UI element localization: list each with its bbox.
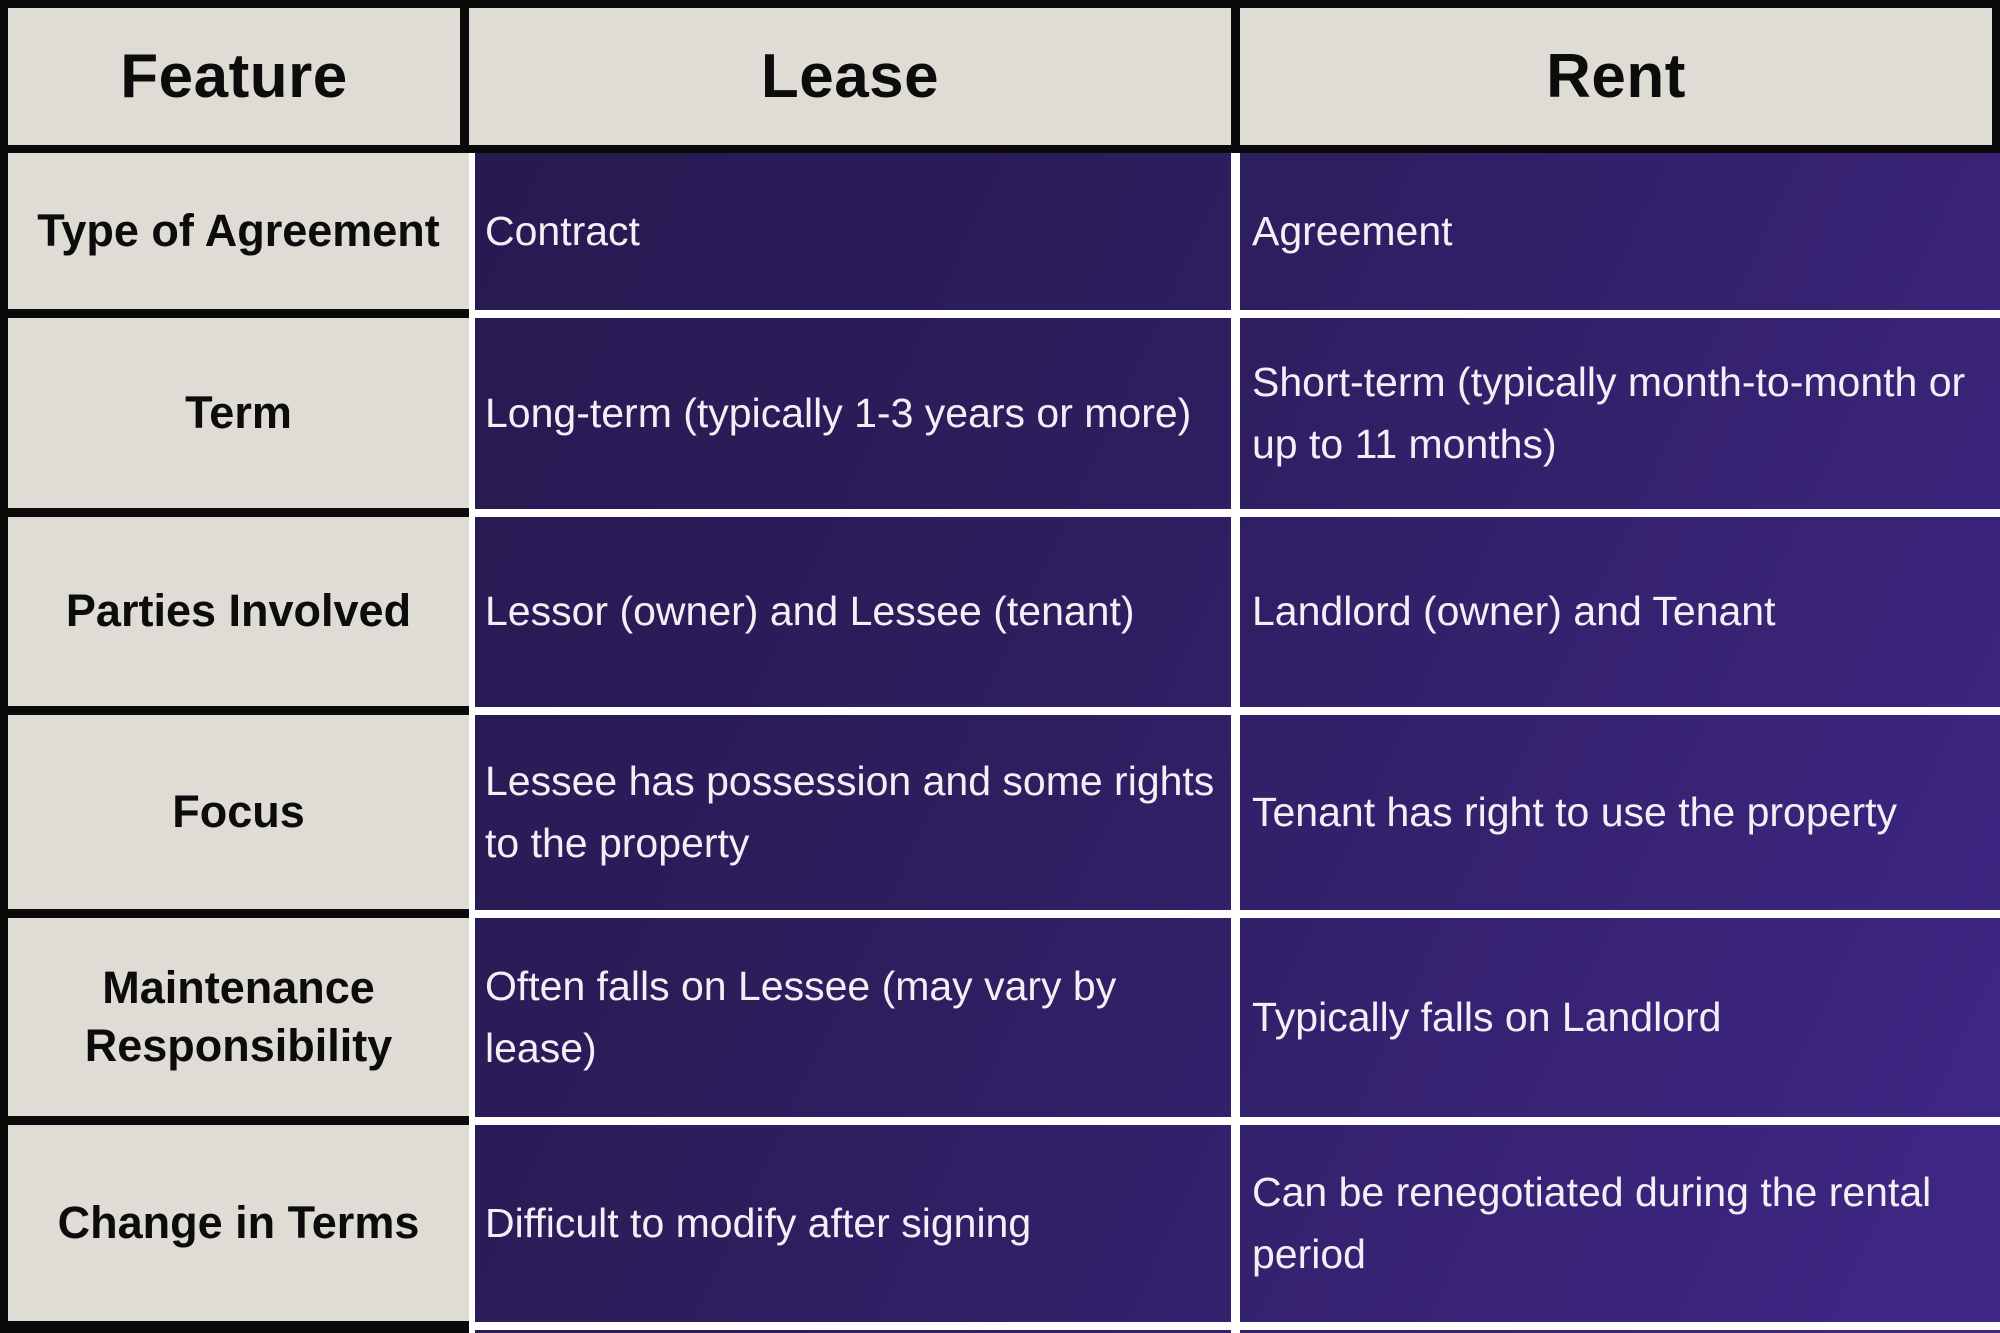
row-label-focus: Focus <box>0 715 469 918</box>
rent-cell-parties-involved: Landlord (owner) and Tenant <box>1240 517 2000 715</box>
header-cell-rent: Rent <box>1240 0 2000 153</box>
next-row-peek-lease <box>469 1330 1240 1333</box>
lease-cell-type-of-agreement: Contract <box>469 153 1240 318</box>
rent-cell-maintenance-responsibility: Typically falls on Landlord <box>1240 918 2000 1125</box>
rent-cell-type-of-agreement: Agreement <box>1240 153 2000 318</box>
rent-cell-term: Short-term (typically month-to-month or … <box>1240 318 2000 517</box>
header-cell-feature: Feature <box>0 0 469 153</box>
lease-cell-parties-involved: Lessor (owner) and Lessee (tenant) <box>469 517 1240 715</box>
next-row-peek-feature <box>0 1330 469 1333</box>
row-label-maintenance-responsibility: Maintenance Responsibility <box>0 918 469 1125</box>
lease-cell-focus: Lessee has possession and some rights to… <box>469 715 1240 918</box>
lease-cell-maintenance-responsibility: Often falls on Lessee (may vary by lease… <box>469 918 1240 1125</box>
lease-cell-term: Long-term (typically 1-3 years or more) <box>469 318 1240 517</box>
lease-cell-change-in-terms: Difficult to modify after signing <box>469 1125 1240 1330</box>
rent-cell-change-in-terms: Can be renegotiated during the rental pe… <box>1240 1125 2000 1330</box>
row-label-term: Term <box>0 318 469 517</box>
header-cell-lease: Lease <box>469 0 1240 153</box>
rent-cell-focus: Tenant has right to use the property <box>1240 715 2000 918</box>
row-label-type-of-agreement: Type of Agreement <box>0 153 469 318</box>
row-label-change-in-terms: Change in Terms <box>0 1125 469 1330</box>
row-label-parties-involved: Parties Involved <box>0 517 469 715</box>
